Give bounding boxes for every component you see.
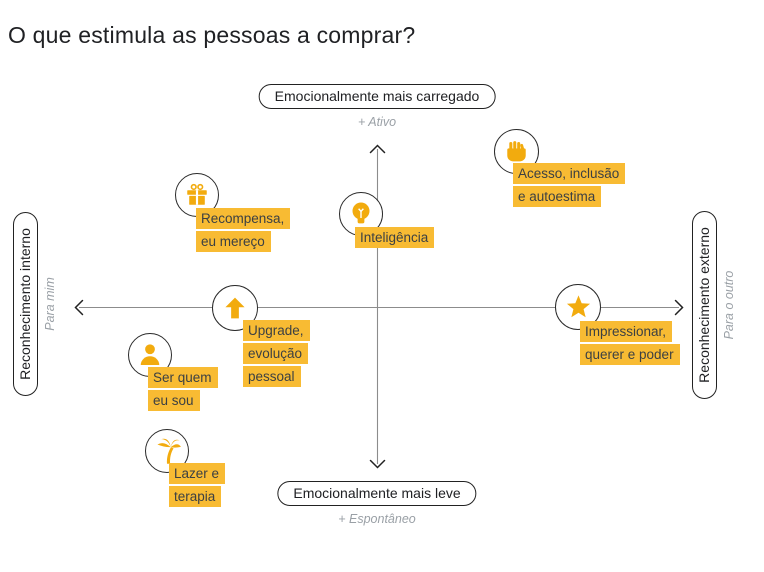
label-line: Lazer e [169, 463, 226, 485]
axis-pill-bottom: Emocionalmente mais leve [277, 481, 477, 506]
factor-label: Recompensa, eu mereço [196, 208, 291, 253]
page-title: O que estimula as pessoas a comprar? [8, 22, 416, 48]
label-line: evolução [243, 343, 309, 365]
axis-caption-bottom: + Espontâneo [338, 512, 416, 526]
label-line: eu mereço [196, 231, 271, 253]
axis-caption-right: Para o outro [722, 270, 736, 340]
axis-pill-top: Emocionalmente mais carregado [258, 84, 496, 109]
label-line: Impressionar, [580, 321, 673, 343]
axis-label-right: Reconhecimento externo Para o outro [692, 195, 748, 415]
factor-label: Ser quem eu sou [148, 367, 218, 412]
arrowhead-up [369, 144, 386, 154]
factor-label: Inteligência [355, 227, 435, 249]
label-line: Ser quem [148, 367, 218, 389]
axis-label-top: Emocionalmente mais carregado + Ativo [258, 84, 496, 129]
label-line: Acesso, inclusão [513, 163, 626, 185]
factor-label: Acesso, inclusão e autoestima [513, 163, 626, 208]
arrowhead-down [369, 459, 386, 469]
label-line: Recompensa, [196, 208, 291, 230]
arrowhead-right [674, 299, 684, 316]
label-line: Inteligência [355, 227, 435, 249]
axis-pill-right: Reconhecimento externo [692, 211, 717, 399]
axis-pill-left: Reconhecimento interno [13, 212, 38, 396]
label-line: e autoestima [513, 186, 602, 208]
arrow-up-icon [212, 285, 258, 331]
label-line: eu sou [148, 390, 200, 412]
factor-label: Impressionar, querer e poder [580, 321, 680, 366]
arrowhead-left [74, 299, 84, 316]
label-line: Upgrade, [243, 320, 310, 342]
axis-caption-top: + Ativo [357, 115, 397, 129]
axis-label-bottom: Emocionalmente mais leve + Espontâneo [277, 481, 477, 526]
label-line: querer e poder [580, 344, 680, 366]
axis-caption-left: Para mim [43, 277, 57, 331]
axis-label-left: Reconhecimento interno Para mim [13, 194, 69, 414]
label-line: pessoal [243, 366, 301, 388]
factor-label: Upgrade, evolução pessoal [243, 320, 310, 388]
factor-label: Lazer e terapia [169, 463, 226, 508]
label-line: terapia [169, 486, 222, 508]
